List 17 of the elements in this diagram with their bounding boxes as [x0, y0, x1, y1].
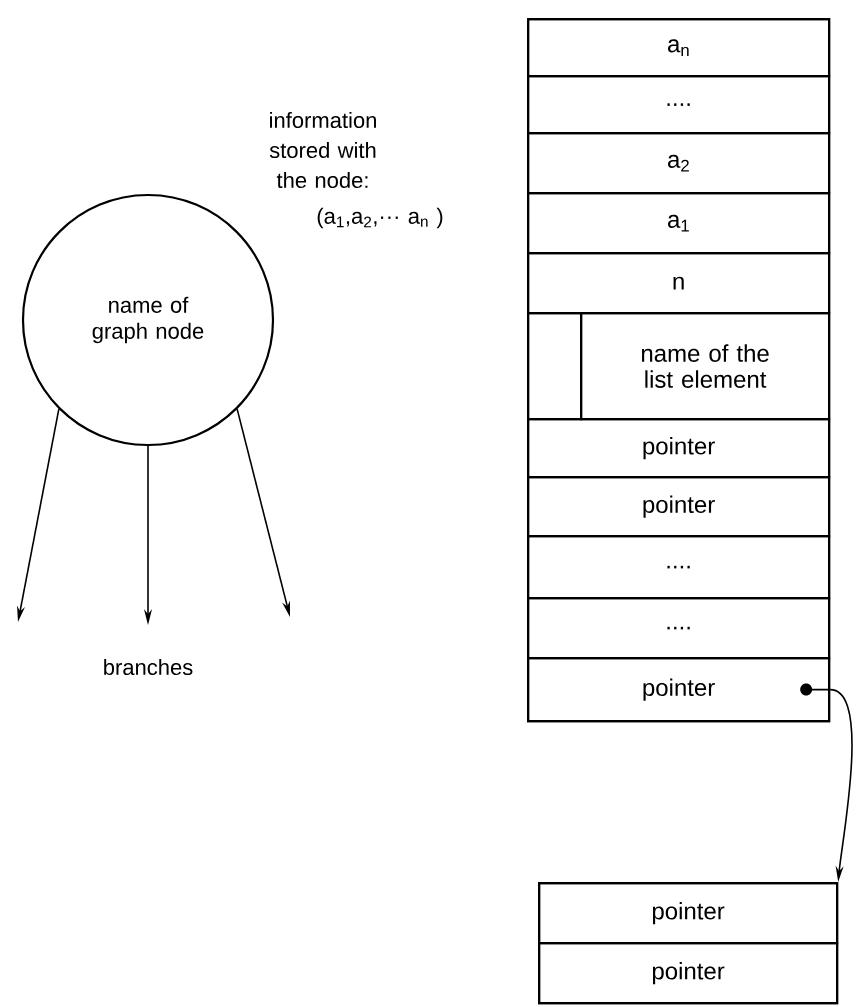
list-cell: pointer	[538, 882, 839, 945]
annotation-text: information stored with the node:	[269, 111, 376, 189]
list-cell: a$_{2}$	[527, 132, 831, 195]
list-cell: ....	[527, 75, 831, 135]
empty-cell	[527, 312, 583, 421]
list-cell: ....	[527, 535, 831, 600]
list-cell: a$_{n}$	[527, 18, 831, 78]
list-cell: ....	[527, 597, 831, 660]
annotation-text: (a$_{1}$,a$_{2}$,··· a$_{n}$ )	[317, 207, 443, 229]
list-cell: pointer	[538, 942, 839, 1005]
list-cell: pointer	[527, 476, 831, 538]
list-cell: name of the list element	[580, 312, 831, 421]
list-cell: n	[527, 252, 831, 315]
list-cell: a$_{1}$	[527, 192, 831, 255]
list-cell: pointer	[527, 418, 831, 479]
list-cell: pointer	[527, 657, 831, 723]
annotation-text: branches	[104, 658, 193, 676]
